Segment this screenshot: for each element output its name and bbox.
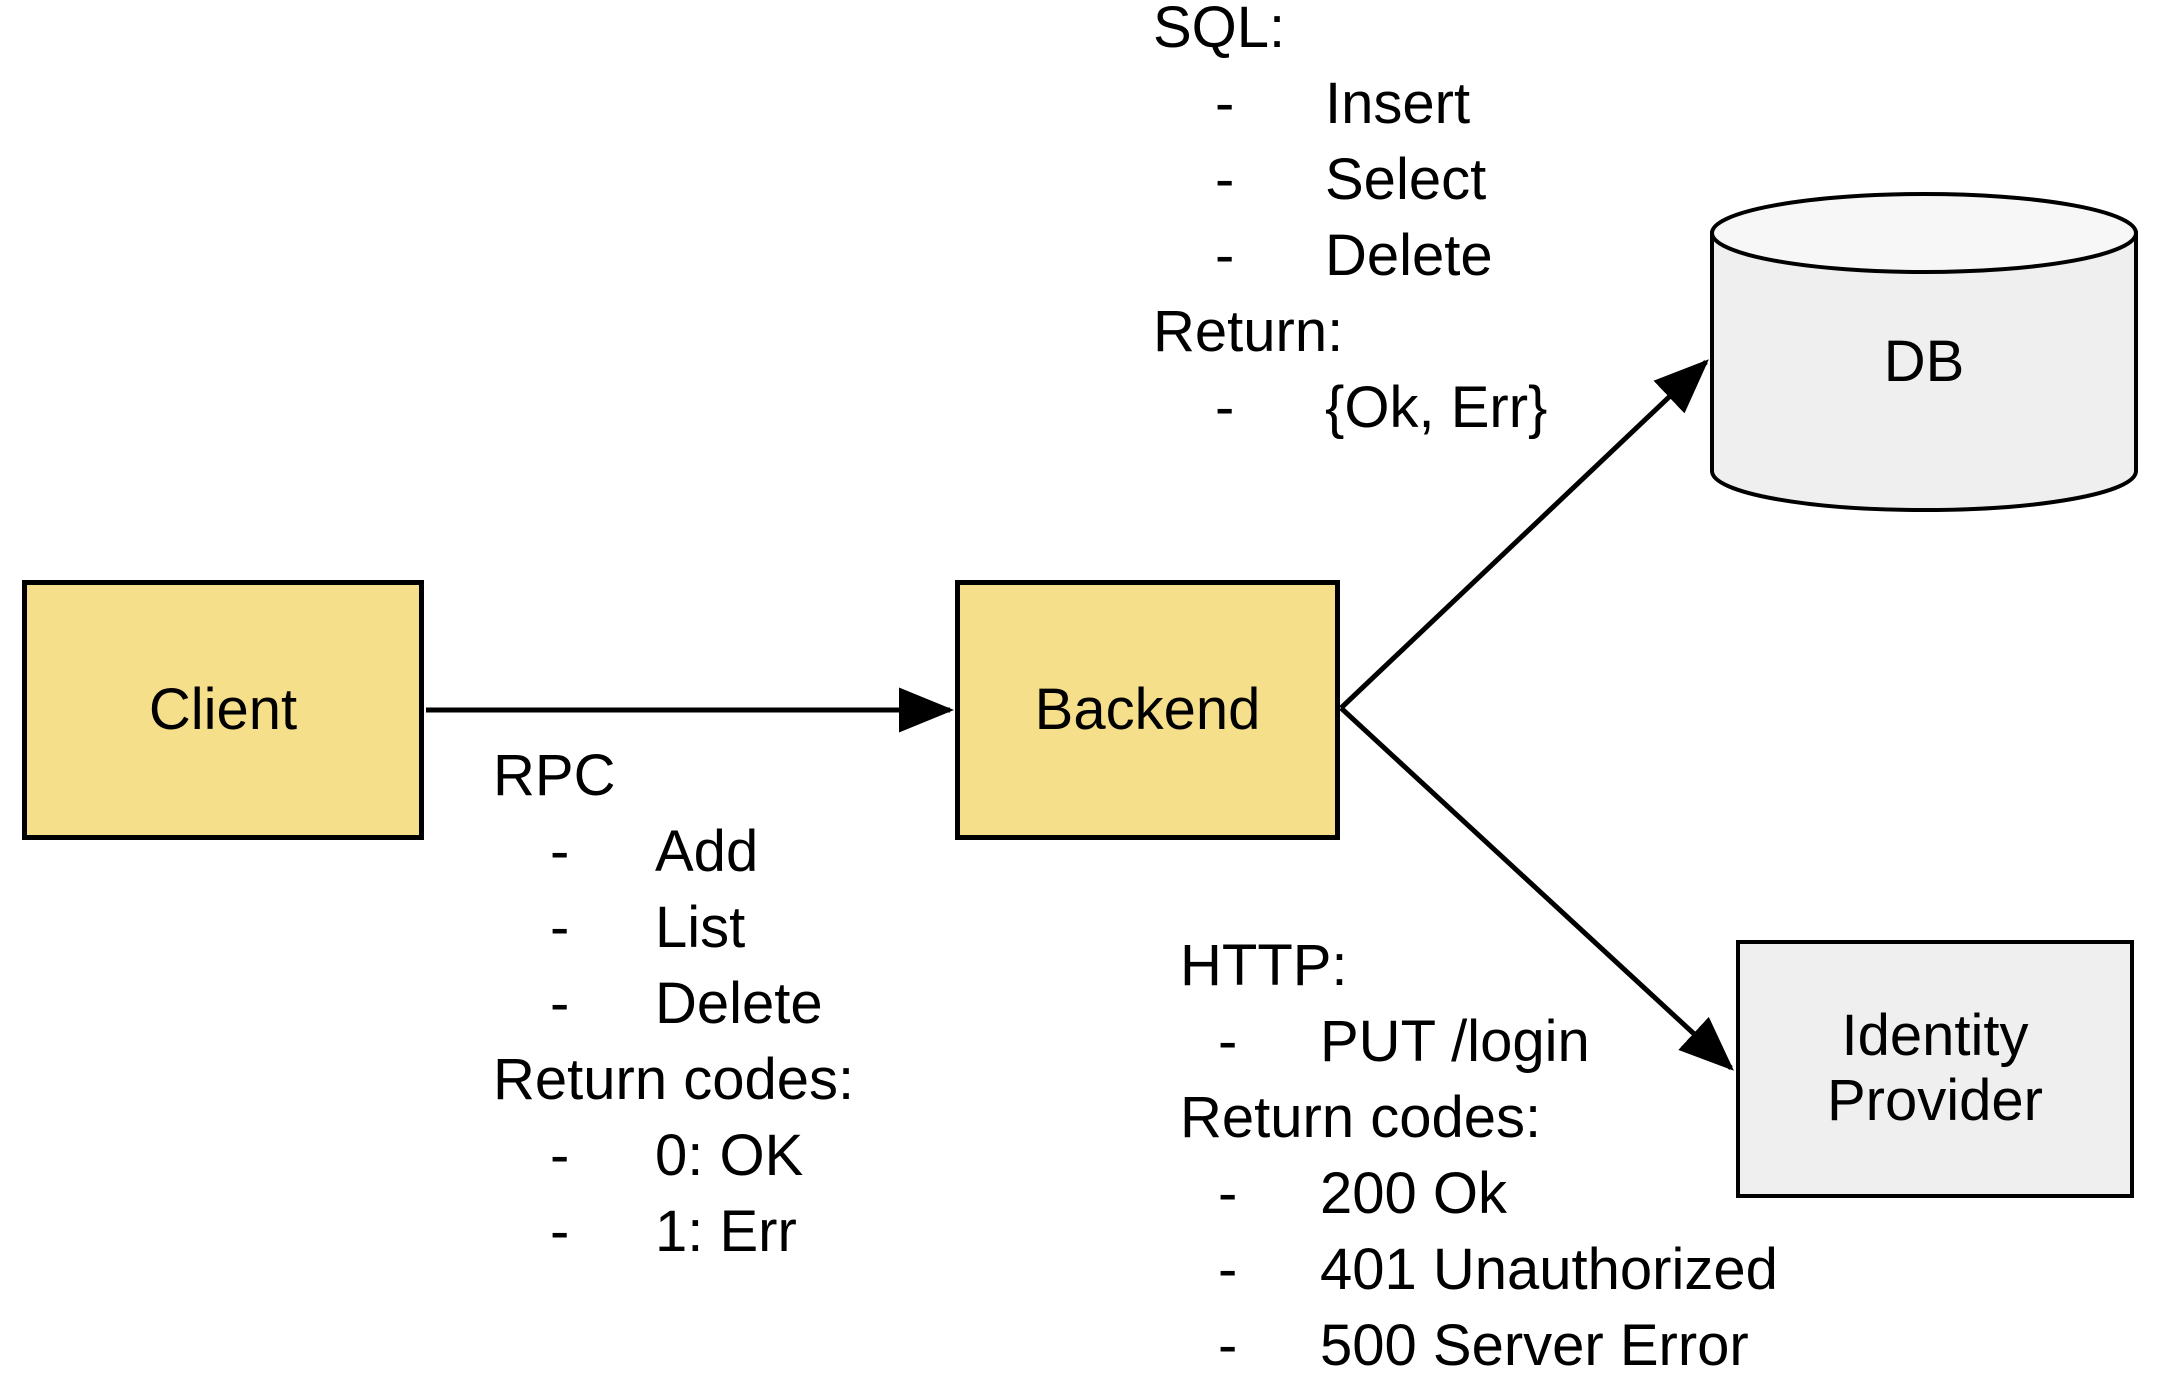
- annotation-rpc-subitem: - 1: Err: [493, 1194, 854, 1270]
- edge-backend-to-db: [1339, 359, 1709, 710]
- edge-backend-to-identity-provider: [1339, 706, 1734, 1071]
- node-backend[interactable]: Backend: [955, 580, 1340, 840]
- annotation-rpc-item: - Delete: [493, 966, 854, 1042]
- annotation-rpc-subitem: - 0: OK: [493, 1118, 854, 1194]
- annotation-sql-header: SQL:: [1153, 0, 1286, 60]
- bullet-dash-icon: -: [1215, 147, 1235, 212]
- bullet-dash-icon: -: [1218, 1313, 1238, 1378]
- bullet-dash-icon: -: [550, 971, 570, 1036]
- annotation-rpc-item-label: Delete: [655, 971, 823, 1036]
- node-identity-provider-label: Identity Provider: [1827, 1003, 2043, 1133]
- annotation-rpc-item: - List: [493, 890, 854, 966]
- annotation-http-subitem-label: 200 Ok: [1320, 1161, 1507, 1226]
- annotation-http: HTTP: - PUT /login Return codes: - 200 O…: [1180, 928, 1778, 1384]
- annotation-http-subitem-label: 401 Unauthorized: [1320, 1237, 1778, 1302]
- annotation-http-header: HTTP:: [1180, 933, 1348, 998]
- node-db-label-wrap: DB: [1710, 192, 2138, 512]
- bullet-dash-icon: -: [1218, 1009, 1238, 1074]
- annotation-sql-item-label: Select: [1325, 147, 1487, 212]
- annotation-rpc-header: RPC: [493, 743, 616, 808]
- annotation-sql-subitem-label: {Ok, Err}: [1325, 375, 1548, 440]
- annotation-rpc-item: - Add: [493, 814, 854, 890]
- annotation-rpc-subheader: Return codes:: [493, 1047, 855, 1112]
- node-client-label: Client: [148, 676, 298, 742]
- annotation-sql: SQL: - Insert - Select - Delete Return: …: [1153, 0, 1547, 446]
- bullet-dash-icon: -: [1215, 375, 1235, 440]
- bullet-dash-icon: -: [550, 1199, 570, 1264]
- node-db[interactable]: DB: [1710, 192, 2138, 512]
- annotation-http-item: - PUT /login: [1180, 1004, 1778, 1080]
- annotation-http-subitem: - 401 Unauthorized: [1180, 1232, 1778, 1308]
- node-db-label: DB: [1883, 328, 1965, 394]
- annotation-http-subitem: - 200 Ok: [1180, 1156, 1778, 1232]
- bullet-dash-icon: -: [1215, 223, 1235, 288]
- annotation-sql-subheader: Return:: [1153, 299, 1344, 364]
- annotation-rpc-item-label: List: [655, 895, 746, 960]
- annotation-http-item-label: PUT /login: [1320, 1009, 1590, 1074]
- node-backend-label: Backend: [1034, 676, 1261, 742]
- annotation-rpc-subitem-label: 1: Err: [655, 1199, 797, 1264]
- annotation-rpc: RPC - Add - List - Delete Return codes: …: [493, 738, 854, 1270]
- bullet-dash-icon: -: [550, 1123, 570, 1188]
- annotation-sql-item: - Delete: [1153, 218, 1547, 294]
- annotation-sql-item: - Select: [1153, 142, 1547, 218]
- bullet-dash-icon: -: [1218, 1237, 1238, 1302]
- annotation-rpc-subitem-label: 0: OK: [655, 1123, 804, 1188]
- node-client[interactable]: Client: [22, 580, 424, 840]
- bullet-dash-icon: -: [550, 819, 570, 884]
- database-cylinder-icon: [1710, 192, 2138, 512]
- annotation-http-subheader: Return codes:: [1180, 1085, 1542, 1150]
- bullet-dash-icon: -: [1215, 71, 1235, 136]
- annotation-http-subitem-label: 500 Server Error: [1320, 1313, 1749, 1378]
- node-identity-provider[interactable]: Identity Provider: [1736, 940, 2134, 1198]
- bullet-dash-icon: -: [550, 895, 570, 960]
- annotation-sql-subitem: - {Ok, Err}: [1153, 370, 1547, 446]
- bullet-dash-icon: -: [1218, 1161, 1238, 1226]
- annotation-http-subitem: - 500 Server Error: [1180, 1308, 1778, 1384]
- annotation-sql-item: - Insert: [1153, 66, 1547, 142]
- annotation-sql-item-label: Insert: [1325, 71, 1471, 136]
- annotation-sql-item-label: Delete: [1325, 223, 1493, 288]
- annotation-rpc-item-label: Add: [655, 819, 759, 884]
